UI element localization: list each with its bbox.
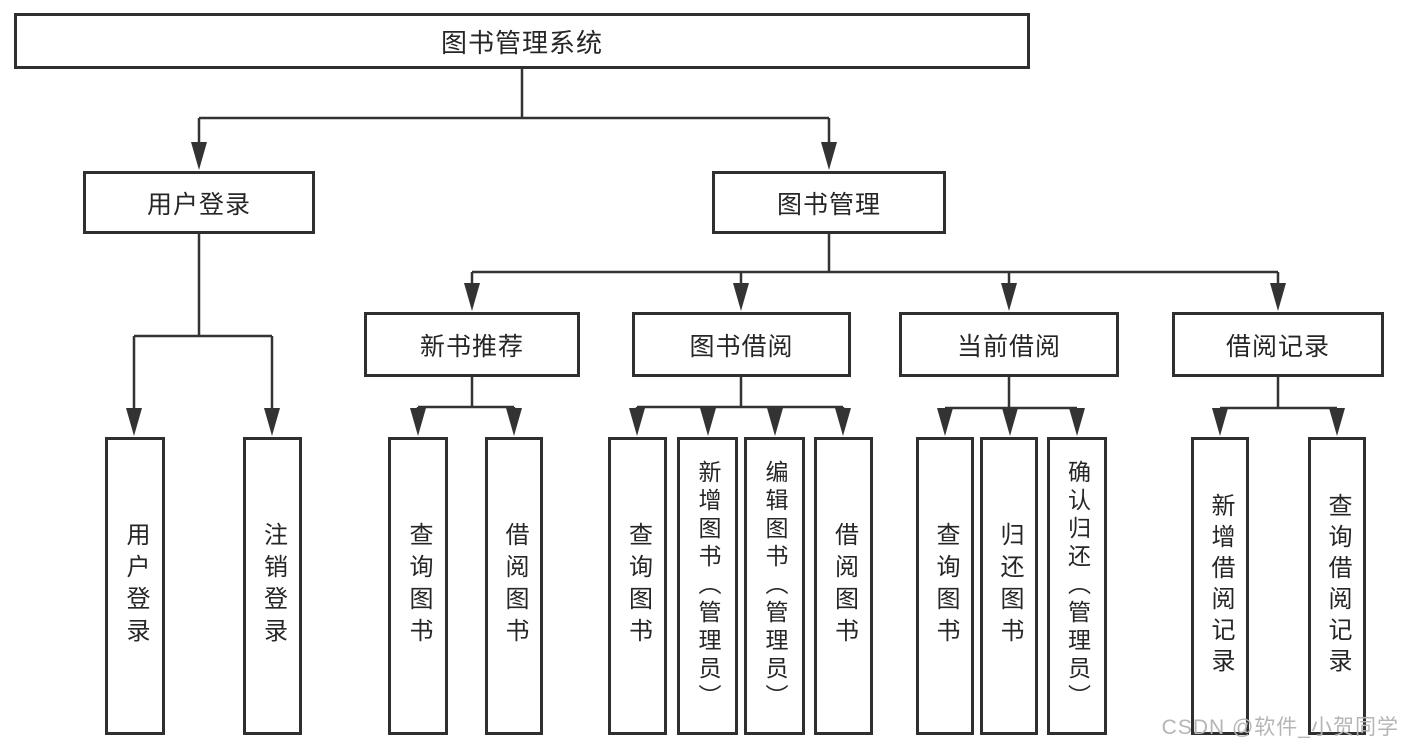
leaf-confirm-return-admin: 确认归还（管理员） [1047, 437, 1107, 735]
leaf-query-books-current: 查询图书 [916, 437, 974, 735]
leaf-borrow-books-recommend: 借阅图书 [485, 437, 543, 735]
leaf-add-book-admin: 新增图书（管理员） [677, 437, 738, 735]
leaf-return-book: 归还图书 [980, 437, 1038, 735]
node-user-login: 用户登录 [83, 171, 315, 234]
group-node-borrowing-records: 借阅记录 [1172, 312, 1384, 377]
node-book-management: 图书管理 [712, 171, 946, 234]
leaf-query-borrow-record: 查询借阅记录 [1308, 437, 1366, 735]
leaf-logout: 注销登录 [243, 437, 302, 735]
group-node-current-borrowing: 当前借阅 [899, 312, 1119, 377]
leaf-user-login: 用户登录 [105, 437, 165, 735]
leaf-add-borrow-record: 新增借阅记录 [1191, 437, 1249, 735]
group-node-new-book-recommendation: 新书推荐 [364, 312, 580, 377]
leaf-query-books-borrowing: 查询图书 [608, 437, 667, 735]
leaf-edit-book-admin: 编辑图书（管理员） [744, 437, 805, 735]
leaf-borrow-books-borrowing: 借阅图书 [814, 437, 873, 735]
leaf-query-books-recommend: 查询图书 [388, 437, 448, 735]
watermark-text: CSDN @软件_小贺同学 [1161, 716, 1399, 739]
group-node-book-borrowing: 图书借阅 [632, 312, 851, 377]
root-node-library-system: 图书管理系统 [14, 13, 1030, 69]
arrowheads [126, 142, 1345, 436]
